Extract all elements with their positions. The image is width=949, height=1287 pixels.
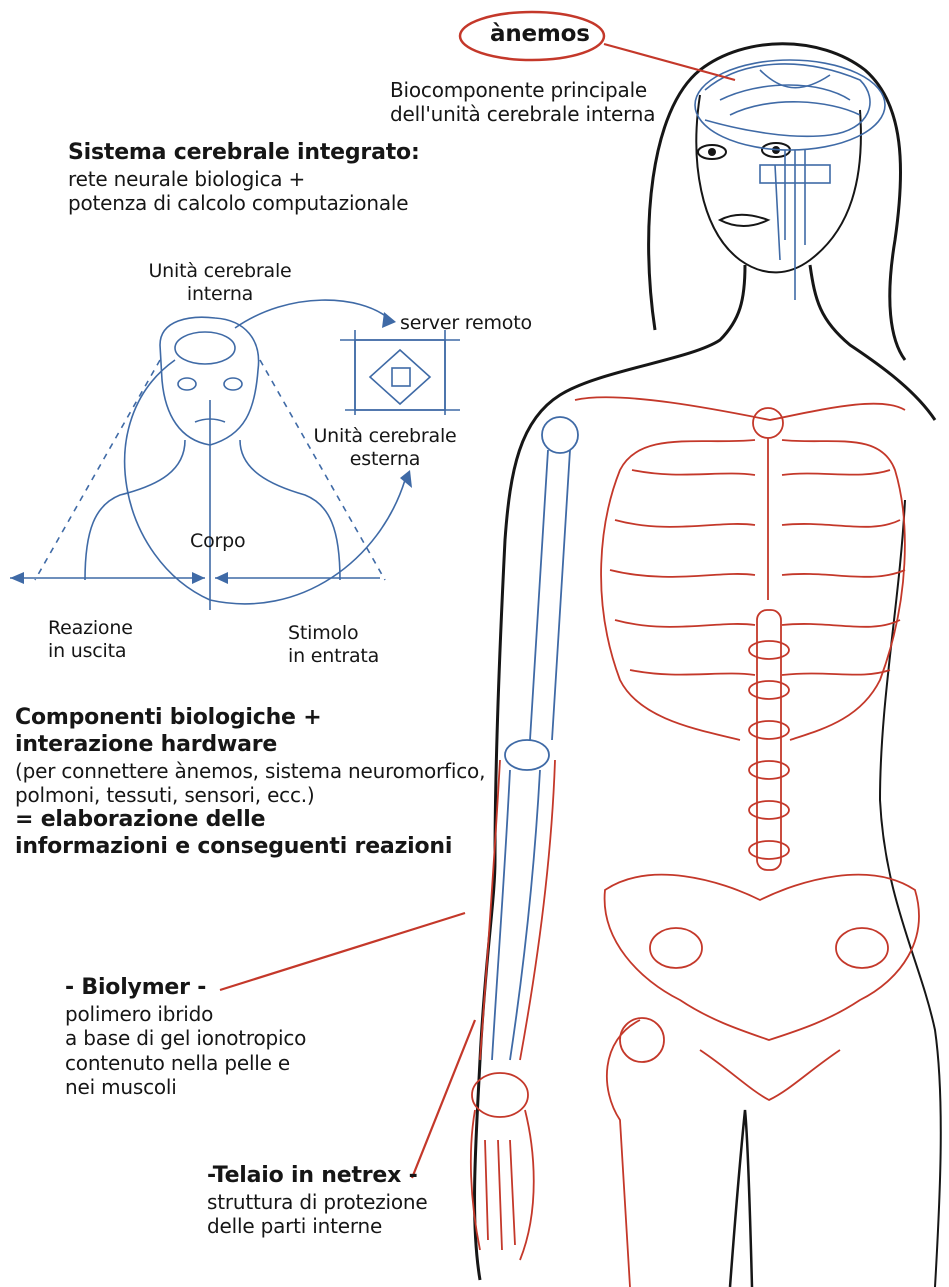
mouth: [720, 215, 768, 226]
input-stimulus-label: Stimolo in entrata: [288, 622, 379, 668]
remote-server-label: server remoto: [400, 312, 532, 335]
system-block: Sistema cerebrale integrato: rete neural…: [68, 140, 420, 216]
anemos-caption-line: Biocomponente principale: [390, 78, 655, 102]
input-stimulus-line: in entrata: [288, 645, 379, 668]
system-line: potenza di calcolo computazionale: [68, 191, 420, 215]
components-block: Componenti biologiche + interazione hard…: [15, 705, 485, 861]
biolymer-line: polimero ibrido: [65, 1002, 306, 1026]
external-unit-label: Unità cerebrale esterna: [305, 425, 465, 471]
spine-drawing: [749, 610, 789, 870]
system-heading: Sistema cerebrale integrato:: [68, 140, 420, 167]
internal-unit-label: Unità cerebrale interna: [140, 260, 300, 306]
components-result: = elaborazione delle: [15, 807, 485, 834]
external-unit-line: Unità cerebrale: [305, 425, 465, 448]
anemos-pointer-line: [604, 44, 735, 80]
internal-unit-line: Unità cerebrale: [140, 260, 300, 283]
system-line: rete neurale biologica +: [68, 167, 420, 191]
netrex-line: struttura di protezione: [207, 1190, 428, 1214]
components-result: informazioni e conseguenti reazioni: [15, 834, 485, 861]
ribcage-drawing: [575, 397, 905, 740]
arm-drawing: [471, 417, 578, 1260]
netrex-block: -Telaio in netrex - struttura di protezi…: [207, 1163, 428, 1239]
leg-gap: [730, 1110, 752, 1287]
biolymer-line: contenuto nella pelle e: [65, 1051, 306, 1075]
netrex-line: delle parti interne: [207, 1214, 428, 1238]
biolymer-block: - Biolymer - polimero ibrido a base di g…: [65, 975, 306, 1099]
external-unit-line: esterna: [305, 448, 465, 471]
internal-unit-line: interna: [140, 283, 300, 306]
body-label: Corpo: [190, 530, 245, 553]
components-heading: Componenti biologiche +: [15, 705, 485, 732]
biolymer-heading: - Biolymer -: [65, 975, 306, 1002]
biolymer-line: nei muscoli: [65, 1075, 306, 1099]
waist-right: [880, 500, 941, 1287]
biolymer-line: a base di gel ionotropico: [65, 1026, 306, 1050]
netrex-pointer-line: [412, 1020, 475, 1178]
anemos-caption: Biocomponente principale dell'unità cere…: [390, 78, 655, 127]
anemos-caption-line: dell'unità cerebrale interna: [390, 102, 655, 126]
body-outline: [475, 265, 745, 1280]
components-heading: interazione hardware: [15, 732, 485, 759]
anemos-title: ànemos: [490, 20, 590, 48]
pelvis-drawing: [605, 875, 919, 1287]
output-reaction-line: in uscita: [48, 640, 133, 663]
body-outline-right: [810, 265, 935, 420]
output-reaction-label: Reazione in uscita: [48, 617, 133, 663]
input-stimulus-line: Stimolo: [288, 622, 379, 645]
output-reaction-line: Reazione: [48, 617, 133, 640]
netrex-heading: -Telaio in netrex -: [207, 1163, 428, 1190]
components-line: (per connettere ànemos, sistema neuromor…: [15, 759, 485, 783]
components-line: polmoni, tessuti, sensori, ecc.): [15, 783, 485, 807]
